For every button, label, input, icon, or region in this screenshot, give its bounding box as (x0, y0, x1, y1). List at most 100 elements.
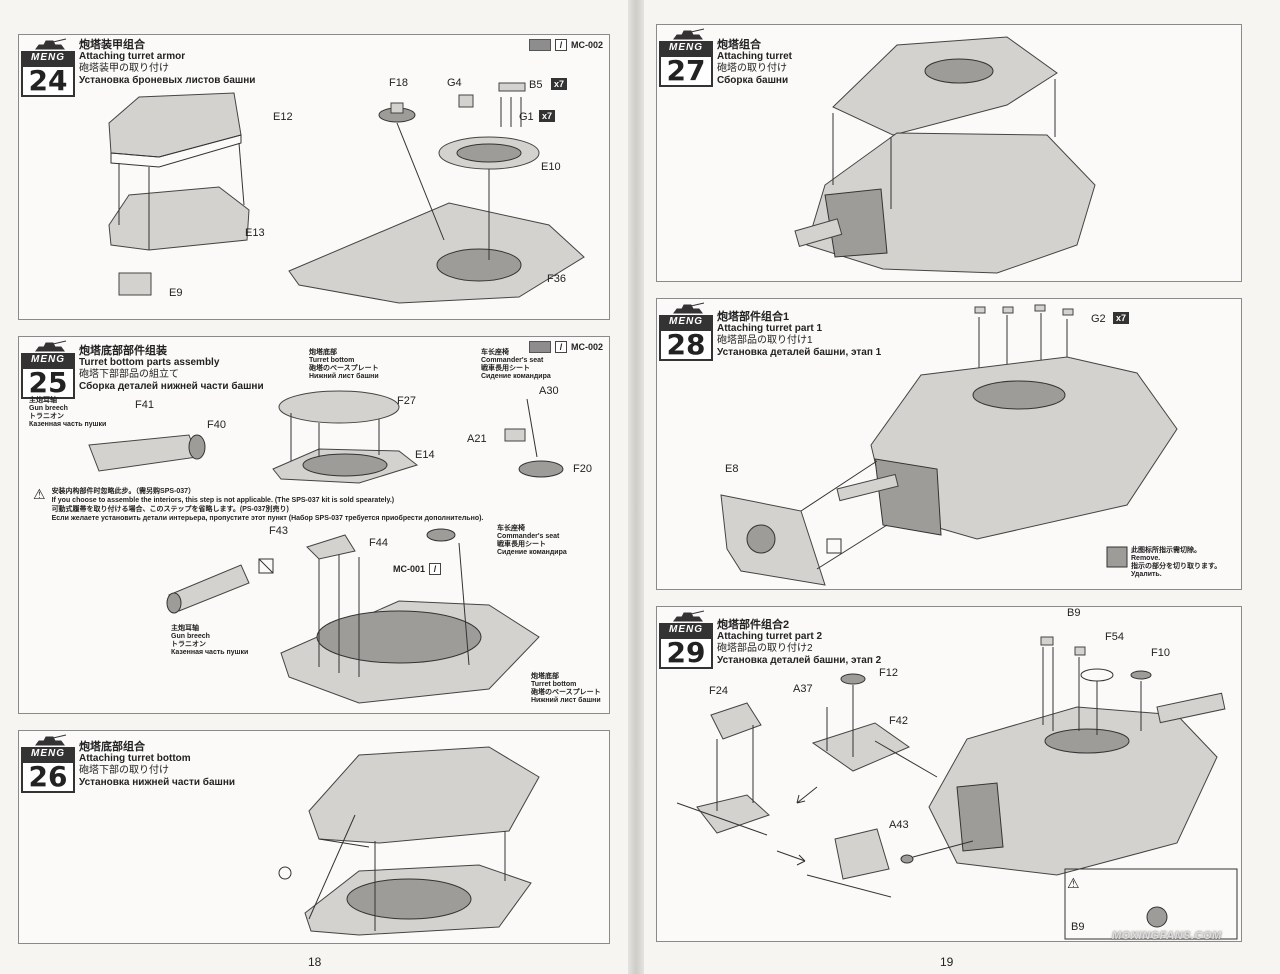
title-en: Attaching turret armor (79, 51, 186, 62)
label-g2: G2 (1091, 313, 1106, 325)
step-badge: MENG 26 (21, 733, 75, 793)
tag-ja: 砲塔のベースプレート (309, 365, 379, 372)
seat-cushion (426, 528, 456, 542)
tag-en: Gun breech (29, 405, 68, 412)
remove-icon (1106, 546, 1128, 568)
tag-ru: Казенная часть пушки (171, 649, 249, 656)
turret-bottom-tag: 炮塔底部 Turret bottom 砲塔のベースプレート Нижний лис… (309, 349, 379, 381)
label-f12: F12 (879, 667, 898, 679)
turret-shell-edge (318, 838, 370, 848)
title-ja: 砲塔部品の取り付け1 (717, 335, 813, 346)
tag-ja: トラニオン (29, 413, 64, 420)
label-f40: F40 (207, 419, 226, 431)
step-28-panel: MENG 28 炮塔部件组合1 Attaching turret part 1 … (656, 298, 1242, 590)
page-number-right: 19 (940, 955, 954, 969)
turret-base-ring (316, 610, 482, 664)
warning-icon: ⚠ (1067, 875, 1080, 891)
gun-breech-tag-2: 主炮耳轴 Gun breech トラニオン Казенная часть пуш… (171, 625, 248, 657)
step-badge: MENG 24 (21, 37, 75, 97)
part-f43-shape (306, 534, 356, 560)
gun-opening (874, 458, 942, 536)
page-fold (628, 0, 644, 974)
step-titles: 炮塔组合 Attaching turret 砲塔の取り付け Сборка баш… (717, 39, 792, 87)
title-en: Attaching turret part 2 (717, 631, 823, 642)
step-badge: MENG 29 (659, 609, 713, 669)
tank-icon (35, 38, 67, 50)
paint-code: MC-002 (570, 342, 603, 352)
step-29-panel: MENG 29 炮塔部件组合2 Attaching turret part 2 … (656, 606, 1242, 942)
label-f10: F10 (1151, 647, 1170, 659)
step-number: 24 (21, 65, 75, 97)
label-e14: E14 (415, 449, 435, 461)
remove-note: 此图标所指示需切除。 Remove. 指示の部分を切り取ります。 Удалить… (1131, 547, 1221, 579)
cut-icon (826, 538, 842, 554)
tag-ja: 戦車長用シート (497, 541, 546, 548)
turret-hatch-opening (956, 782, 1004, 852)
turret-roof-ring (972, 380, 1066, 410)
title-ja: 砲塔の取り付け (717, 63, 787, 74)
tag-en: Turret bottom (309, 357, 355, 364)
step-25-diagram (88, 390, 564, 704)
step-titles: 炮塔底部组合 Attaching turret bottom 砲塔下部の取り付け… (79, 741, 235, 789)
label-b5: B5 (529, 79, 543, 91)
brand-logo: MENG (21, 51, 75, 65)
commander-seat-tag: 车长座椅 Commander's seat 戦車長用シート Сидение ко… (481, 349, 551, 381)
step-27-panel: MENG 27 炮塔组合 Attaching turret 砲塔の取り付け Сб… (656, 24, 1242, 282)
title-ja: 砲塔下部の取り付け (79, 765, 169, 776)
label-f36: F36 (547, 273, 566, 285)
trunnion-shape (88, 434, 198, 472)
plate-e8-hole (746, 524, 776, 554)
label-e9: E9 (169, 287, 183, 299)
guide-line (816, 524, 888, 570)
title-zh: 炮塔部件组合1 (717, 311, 790, 323)
tank-icon (673, 28, 705, 40)
title-ja: 砲塔部品の取り付け2 (717, 643, 813, 654)
no-glue-icon-x (258, 558, 274, 574)
ring-e10-inner (456, 143, 522, 163)
label-f20: F20 (573, 463, 592, 475)
title-ru: Сборка деталей нижней части башни (79, 381, 264, 392)
tag-zh: 炮塔底部 (531, 673, 559, 680)
qty-g2: x7 (1113, 312, 1130, 324)
tag-zh: 炮塔底部 (309, 349, 337, 356)
part-g2-shape (974, 306, 986, 314)
brand-logo: MENG (659, 315, 713, 329)
tag-en: Commander's seat (497, 533, 560, 540)
ring-e14-hole (302, 453, 388, 477)
ring-f27-shape (278, 390, 400, 424)
step-titles: 炮塔部件组合1 Attaching turret part 1 砲塔部品の取り付… (717, 311, 881, 359)
part-f42-shape (811, 722, 911, 772)
title-ru: Установка деталей башни, этап 1 (717, 347, 882, 358)
label-f43: F43 (269, 525, 288, 537)
paint-callout: / MC-002 (528, 39, 603, 51)
part-f10-shape (1130, 670, 1152, 680)
step-badge: MENG 27 (659, 27, 713, 87)
warning-icon: ⚠ (33, 486, 46, 502)
step-24-diagram (108, 82, 585, 304)
warning-note: ⚠ 安装内构部件时忽略此步。（需另购SPS-037） If you choose… (33, 487, 483, 523)
page-number-left: 18 (308, 955, 322, 969)
title-en: Attaching turret bottom (79, 753, 191, 764)
tag-zh: 车长座椅 (481, 349, 509, 356)
note-ja: 指示の部分を切り取ります。 (1131, 563, 1222, 570)
part-g4-shape (458, 94, 474, 108)
turret-shell-shape (308, 746, 540, 844)
title-zh: 炮塔底部组合 (79, 741, 145, 753)
gun-breech-tag: 主炮耳轴 Gun breech トラニオン Казенная часть пуш… (29, 397, 106, 429)
note-zh: 此图标所指示需切除。 (1131, 547, 1201, 554)
tag-en: Commander's seat (481, 357, 544, 364)
brand-logo: MENG (21, 747, 75, 761)
no-glue-icon (278, 866, 292, 880)
armor-upper-shape (108, 92, 242, 158)
brand-logo: MENG (659, 41, 713, 55)
tank-icon (35, 734, 67, 746)
rod-shape (874, 740, 938, 778)
label-f42: F42 (889, 715, 908, 727)
step-titles: 炮塔装甲组合 Attaching turret armor 砲塔装甲の取り付け … (79, 39, 255, 87)
guide-line (396, 122, 445, 241)
brush-icon: / (429, 563, 442, 575)
warning-zh: 安装内构部件时忽略此步。（需另购SPS-037） (51, 488, 196, 495)
tag-ru: Нижний лист башни (309, 373, 379, 380)
paint-code: MC-002 (570, 40, 603, 50)
step-number: 29 (659, 637, 713, 669)
